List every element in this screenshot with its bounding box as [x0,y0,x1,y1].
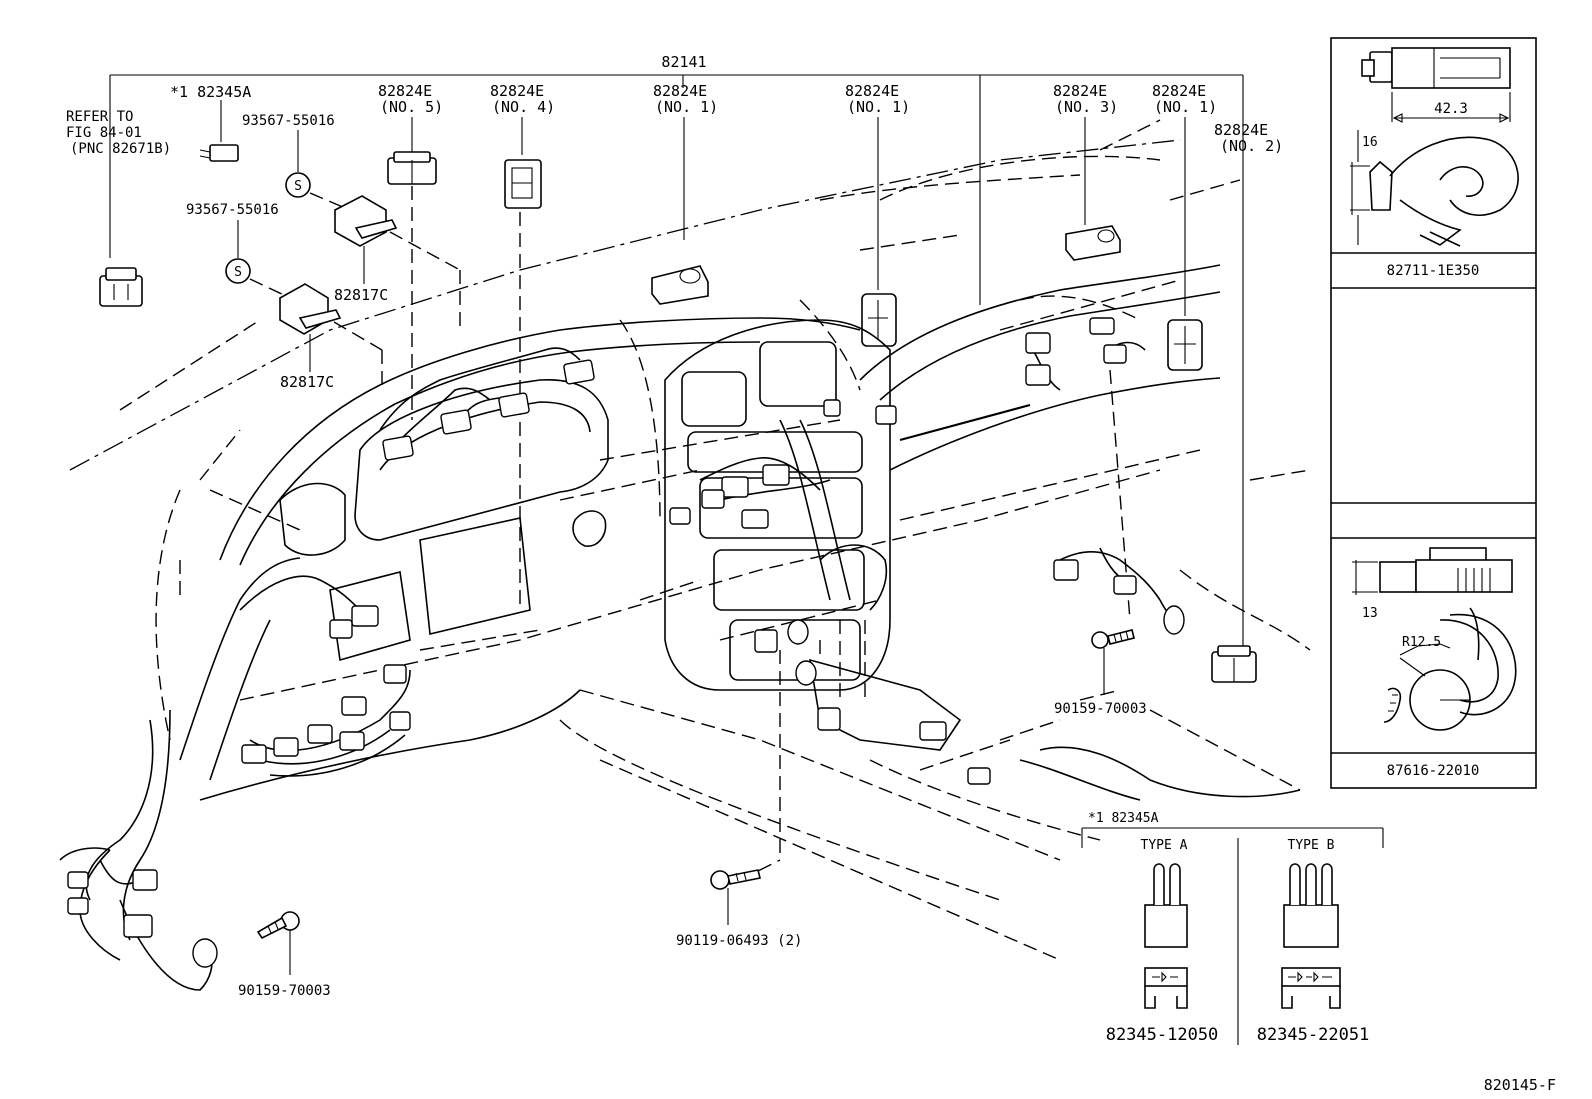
relay-top-label: *1 82345A [170,83,251,101]
refer-note-line2: FIG 84-01 [66,125,142,141]
bolt-right-label: 90159-70003 [1054,701,1147,717]
connector-no1b-number: (NO. 1) [847,98,910,116]
connector-no2-part: 82824E [1214,121,1268,139]
connector-no1b-part: 82824E [845,82,899,100]
clip-87616-radius-dim: R12.5 [1402,635,1441,650]
clip-87616-icon [1352,547,1517,731]
connector-no3-icon [1065,225,1121,261]
harness-connectors [67,317,1185,968]
connector-no3-number: (NO. 3) [1055,98,1118,116]
relay-type-b-icon [1281,863,1341,1009]
inset-panel [1330,37,1537,789]
relay-types-frame [1081,827,1384,1045]
connector-no1a-number: (NO. 1) [655,98,718,116]
clip-82711-part: 82711-1E350 [1387,263,1480,279]
screw-badge-1: S [285,172,311,198]
bracket-icon-1 [334,195,461,330]
clip-82711-height-dim: 16 [1362,135,1378,150]
diagram-id: 820145-F [1484,1076,1556,1094]
screw-label-2: 93567-55016 [186,202,279,218]
svg-text:S: S [294,179,302,194]
bracket-icon-2 [279,283,383,390]
screw-label-1: 93567-55016 [242,113,335,129]
screw-badge-2: S [225,258,251,284]
relay-top-icon [199,144,239,162]
connector-no3-part: 82824E [1053,82,1107,100]
connector-no4-number: (NO. 4) [492,98,555,116]
bolt-center-icon [710,869,761,890]
relay-types-title: *1 82345A [1088,811,1159,826]
main-harness-label: 82141 [661,53,706,71]
relay-type-a-part: 82345-12050 [1106,1025,1219,1045]
bracket-label-1: 82817C [334,286,388,304]
connector-no1b-icon [861,293,897,347]
relay-type-b-part: 82345-22051 [1257,1025,1370,1045]
main-harness-leader [109,74,1244,650]
dashboard-outline [69,119,1311,961]
refer-connector-icon [99,267,143,307]
connector-no1a-icon [651,265,709,305]
relay-type-b-label: TYPE B [1288,838,1335,853]
clip-87616-part: 87616-22010 [1387,763,1480,779]
clip-87616-height-dim: 13 [1362,606,1378,621]
bolt-right-icon [1091,629,1135,649]
connector-no2-icon [1211,645,1257,683]
relay-type-a-label: TYPE A [1141,838,1188,853]
bolt-left-label: 90159-70003 [238,983,331,999]
clip-82711-icon [1350,47,1519,247]
harness-wires [59,341,1173,991]
connector-no1c-part: 82824E [1152,82,1206,100]
clip-82711-width-dim: 42.3 [1434,101,1468,117]
bracket-label-2: 82817C [280,373,334,391]
relay-type-a-icon [1144,863,1188,1009]
connector-no4-part: 82824E [490,82,544,100]
svg-text:S: S [234,265,242,280]
bolt-left-icon [256,911,300,940]
connector-no1a-part: 82824E [653,82,707,100]
connector-no5-icon [387,151,437,185]
connector-no1c-number: (NO. 1) [1154,98,1217,116]
dashboard-structure [179,264,1301,801]
refer-note-line3: (PNC 82671B) [70,141,171,157]
connector-no1c-icon [1167,319,1203,371]
connector-no5-number: (NO. 5) [380,98,443,116]
refer-note-line1: REFER TO [66,109,133,125]
connector-no4-icon [504,159,542,209]
connector-no5-part: 82824E [378,82,432,100]
bolt-center-label: 90119-06493 (2) [676,933,802,949]
connector-no2-number: (NO. 2) [1220,137,1283,155]
